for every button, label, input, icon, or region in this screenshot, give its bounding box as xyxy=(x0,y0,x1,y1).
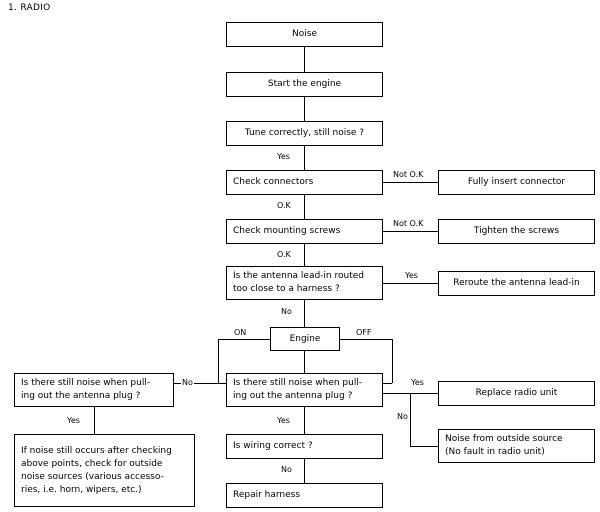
edge-label-yes-tune: Yes xyxy=(276,152,291,162)
connector-wiring-to-repair xyxy=(304,459,305,483)
node-text-line: Is the antenna lead-in routed xyxy=(233,271,364,281)
edge-label-ok-connectors: O.K xyxy=(276,201,292,211)
connector-start-to-tune xyxy=(304,97,305,121)
node-wiring-correct[interactable]: Is wiring correct ? xyxy=(226,434,383,459)
connector-engine-right-v xyxy=(392,339,393,383)
connector-tune-to-connectors xyxy=(304,146,305,170)
edge-label-no-wiring: No xyxy=(280,465,293,475)
node-text-line: Is wiring correct ? xyxy=(233,441,313,451)
node-outside-noise[interactable]: Noise from outside source (No fault in ra… xyxy=(438,429,595,463)
connector-midbox-no-h xyxy=(410,446,438,447)
node-noise-plug-mid[interactable]: Is there still noise when pull-ing out t… xyxy=(226,373,383,407)
connector-noise-to-start xyxy=(304,47,305,72)
edge-label-notok-screws: Not O.K xyxy=(392,219,425,229)
node-text-line: Fully insert connector xyxy=(467,177,566,187)
edge-label-no-plug-mid: No xyxy=(396,412,409,422)
node-text-line: Is there still noise when pull- xyxy=(233,378,363,388)
connector-engine-to-midbox xyxy=(304,351,305,373)
edge-label-yes-plug-left: Yes xyxy=(66,416,81,426)
node-outside-sources[interactable]: If noise still occurs after checking abov… xyxy=(14,434,195,507)
connector-connectors-to-screws xyxy=(304,195,305,219)
connector-connectors-to-insert-h xyxy=(383,182,438,183)
connector-midbox-no-v xyxy=(410,393,411,446)
page-title: 1. RADIO xyxy=(8,3,51,13)
node-text-line: Noise xyxy=(292,29,317,39)
edge-label-yes-plug-mid: Yes xyxy=(410,378,425,388)
node-text-line: noise sources (various accesso- xyxy=(21,471,164,482)
node-check-screws[interactable]: Check mounting screws xyxy=(226,219,383,244)
edge-label-yes-wiring: Yes xyxy=(276,416,291,426)
node-text-line: ing out the antenna plug ? xyxy=(21,391,141,401)
node-engine[interactable]: Engine xyxy=(270,327,340,351)
edge-label-notok-connector: Not O.K xyxy=(392,170,425,180)
connector-engine-right-bottom-h xyxy=(383,383,392,384)
node-replace-radio[interactable]: Replace radio unit xyxy=(438,381,595,406)
node-text-line: Tighten the screws xyxy=(473,226,560,236)
node-fully-insert[interactable]: Fully insert connector xyxy=(438,170,595,195)
node-text-line: Reroute the antenna lead-in xyxy=(453,278,580,288)
connector-screws-to-antenna xyxy=(304,244,305,266)
node-text-line: If noise still occurs after checking xyxy=(21,445,172,456)
node-text-line: Noise from outside source xyxy=(445,434,563,444)
node-text-line: Is there still noise when pull- xyxy=(21,378,151,388)
connector-antenna-to-reroute-h xyxy=(383,283,438,284)
connector-engine-left-bottom-h xyxy=(174,383,226,384)
node-start-engine[interactable]: Start the engine xyxy=(226,72,383,97)
node-noise[interactable]: Noise xyxy=(226,22,383,47)
node-antenna-routed[interactable]: Is the antenna lead-in routed too close t… xyxy=(226,266,383,300)
node-tighten-screws[interactable]: Tighten the screws xyxy=(438,219,595,244)
connector-midbox-to-wiring xyxy=(304,407,305,434)
connector-leftbox-to-outside-v xyxy=(94,407,95,434)
node-text-line: (No fault in radio unit) xyxy=(445,447,545,457)
node-tune-correctly[interactable]: Tune correctly, still noise ? xyxy=(226,121,383,146)
edge-label-on-engine: ON xyxy=(233,328,248,338)
edge-label-off-engine: OFF xyxy=(355,328,373,338)
edge-label-yes-antenna: Yes xyxy=(404,271,419,281)
node-text-line: Start the engine xyxy=(267,79,342,89)
node-text-line: above points, check for outside xyxy=(21,458,163,469)
connector-engine-right-h xyxy=(340,339,392,340)
node-text-line: Replace radio unit xyxy=(475,388,558,398)
node-text-line: Check mounting screws xyxy=(233,226,341,236)
node-text-line: ries, i.e. horn, wipers, etc.) xyxy=(21,484,142,495)
node-text-line: Engine xyxy=(289,333,321,344)
edge-label-ok-screws: O.K xyxy=(276,250,292,260)
node-text-line: Repair harness xyxy=(233,490,301,500)
node-text-line: too close to a harness ? xyxy=(233,284,340,294)
connector-antenna-to-engine xyxy=(304,300,305,327)
node-text-line: Tune correctly, still noise ? xyxy=(244,128,365,138)
node-check-connectors[interactable]: Check connectors xyxy=(226,170,383,195)
connector-screws-to-tighten-h xyxy=(383,231,438,232)
node-noise-plug-left[interactable]: Is there still noise when pull-ing out t… xyxy=(14,373,174,407)
node-text-line: ing out the antenna plug ? xyxy=(233,391,353,401)
edge-label-no-antenna: No xyxy=(280,307,293,317)
connector-engine-left-v xyxy=(218,339,219,383)
connector-engine-left-h xyxy=(218,339,270,340)
edge-label-no-plug-left: No xyxy=(181,378,194,388)
node-reroute-antenna[interactable]: Reroute the antenna lead-in xyxy=(438,271,595,296)
node-text-line: Check connectors xyxy=(233,177,314,187)
node-repair-harness[interactable]: Repair harness xyxy=(226,483,383,508)
